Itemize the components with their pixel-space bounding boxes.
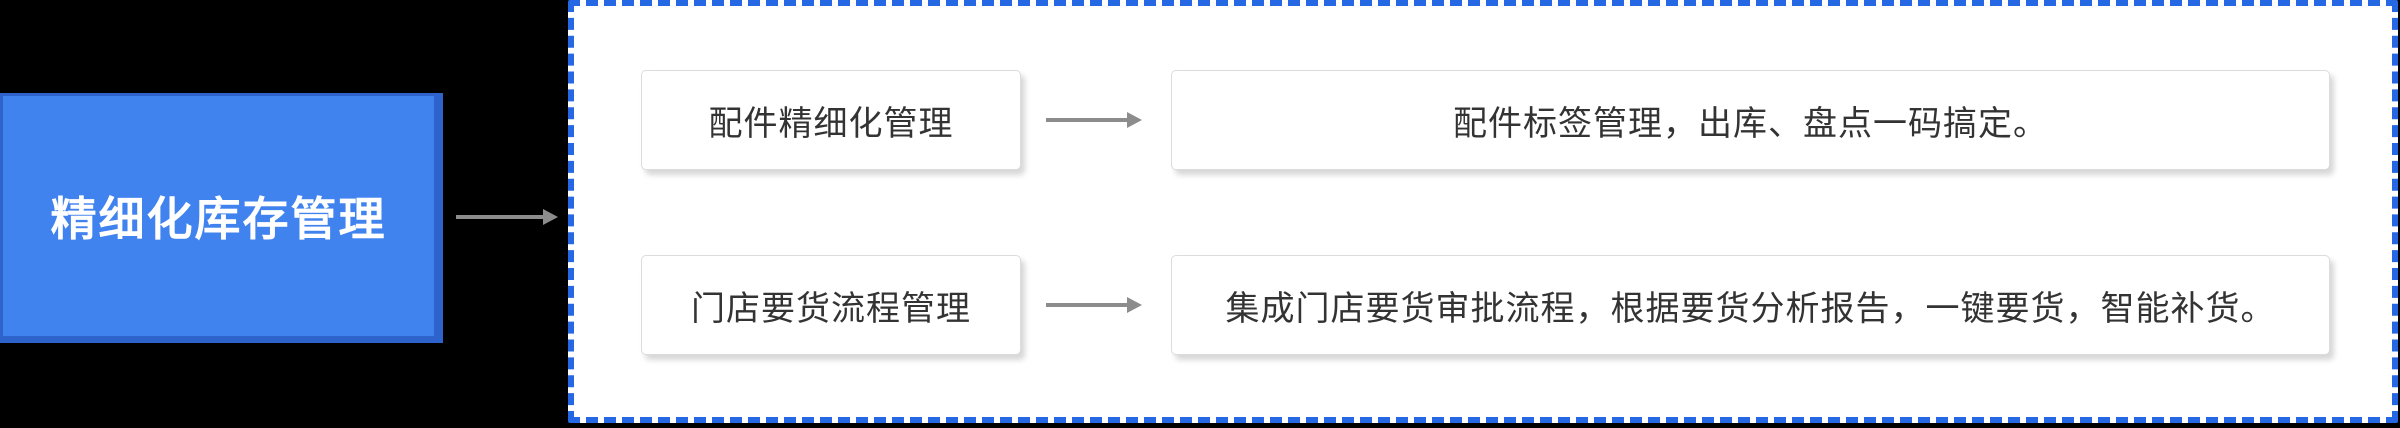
feature-description-1-text: 配件标签管理，出库、盘点一码搞定。 (1453, 104, 2048, 143)
feature-2-arrow (1046, 297, 1142, 313)
arrow-line (456, 215, 543, 219)
arrow-head-icon (1127, 112, 1142, 128)
root-node: 精细化库存管理 (0, 93, 443, 343)
feature-1-arrow (1046, 112, 1142, 128)
root-node-label: 精细化库存管理 (50, 193, 387, 245)
feature-description-2-text: 集成门店要货审批流程，根据要货分析报告，一键要货，智能补货。 (1225, 289, 2276, 328)
arrow-line (1046, 303, 1127, 307)
root-to-group-arrow (456, 209, 558, 225)
feature-description-2: 集成门店要货审批流程，根据要货分析报告，一键要货，智能补货。 (1171, 255, 2330, 355)
feature-node-1: 配件精细化管理 (641, 70, 1021, 170)
feature-node-2-label: 门店要货流程管理 (691, 289, 971, 328)
feature-description-1: 配件标签管理，出库、盘点一码搞定。 (1171, 70, 2330, 170)
arrow-head-icon (543, 209, 558, 225)
feature-group-container (568, 0, 2398, 423)
feature-node-2: 门店要货流程管理 (641, 255, 1021, 355)
arrow-head-icon (1127, 297, 1142, 313)
feature-node-1-label: 配件精细化管理 (708, 104, 954, 143)
arrow-line (1046, 118, 1127, 122)
